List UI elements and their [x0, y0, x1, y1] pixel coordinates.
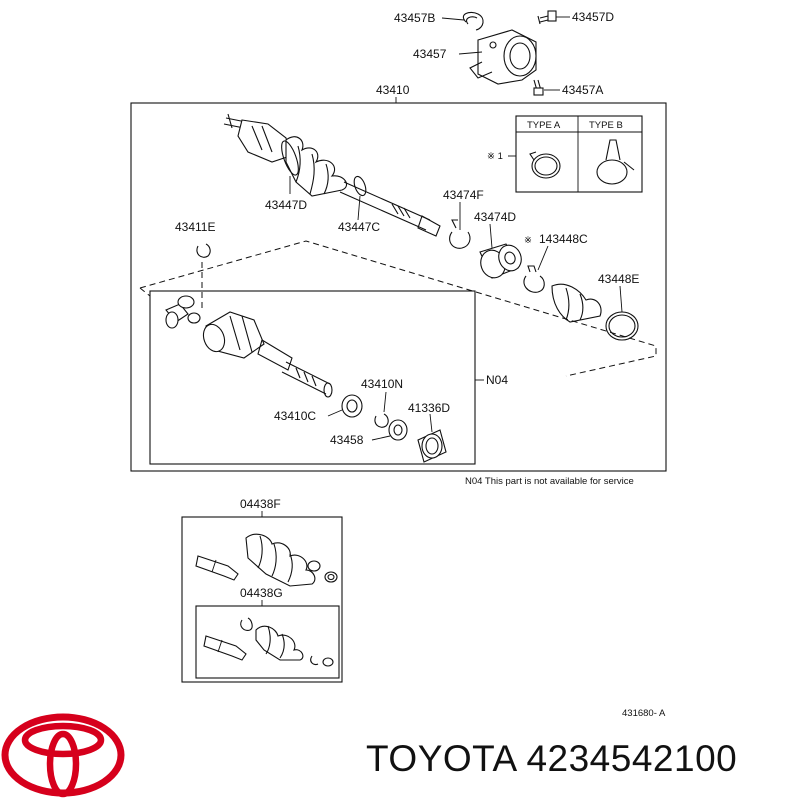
clamp-143448C	[523, 275, 545, 293]
type-a-header: TYPE A	[527, 120, 561, 131]
label-143448C: 143448C	[539, 232, 588, 246]
inner-joint-shaft	[202, 311, 333, 398]
label-43411E: 43411E	[175, 220, 215, 234]
label-43410: 43410	[376, 83, 410, 97]
note-mark-2: ※	[524, 235, 532, 246]
label-n04: N04	[486, 373, 508, 387]
boot-icon	[245, 533, 316, 587]
label-43448E: 43448E	[598, 272, 639, 286]
bearing-43458	[388, 419, 408, 441]
label-43447D: 43447D	[265, 198, 307, 212]
type-b-header: TYPE B	[589, 120, 623, 131]
label-43457B: 43457B	[394, 11, 435, 25]
bearing-bracket-assembly	[441, 10, 570, 96]
label-43474F: 43474F	[443, 188, 484, 202]
boot-kit-04438F-box	[181, 516, 343, 683]
label-04438F: 04438F	[240, 497, 281, 511]
drive-shaft-assembly-box	[130, 102, 667, 472]
seal-43410C	[341, 394, 363, 418]
label-43447C: 43447C	[338, 220, 380, 234]
clamp-43474F	[449, 231, 471, 249]
n04-non-service-box	[149, 290, 476, 465]
inner-boot	[551, 283, 639, 341]
boot-kit-04438G-box	[195, 605, 340, 679]
clamp-type-table: TYPE A TYPE B	[508, 115, 643, 193]
clamp-small-icon	[307, 560, 321, 572]
toyota-logo-icon	[1, 713, 125, 798]
label-43457: 43457	[413, 47, 447, 61]
label-43457A: 43457A	[562, 83, 603, 97]
clamp-type-b-icon	[596, 159, 628, 185]
snap-ring-43410N	[374, 413, 389, 428]
label-43410N: 43410N	[361, 377, 403, 391]
label-43457D: 43457D	[572, 10, 614, 24]
service-note: N04 This part is not available for servi…	[465, 476, 634, 487]
outer-cv-joint-shaft	[223, 113, 441, 237]
clamp-type-a-icon	[531, 153, 561, 179]
label-43474D: 43474D	[474, 210, 516, 224]
snap-ring-43457B	[462, 11, 484, 31]
reference-code: 431680- A	[622, 708, 666, 719]
label-41336D: 41336D	[408, 401, 450, 415]
label-04438G: 04438G	[240, 586, 283, 600]
boot-kit-inner-parts	[203, 617, 334, 667]
boot-kit-outer-parts	[195, 533, 338, 587]
note-mark-1: ※ 1	[487, 151, 503, 162]
label-43458: 43458	[330, 433, 364, 447]
label-43410C: 43410C	[274, 409, 316, 423]
dynamic-damper-43474D	[479, 243, 522, 279]
grease-tube-icon	[195, 555, 239, 581]
brand-part-number: TOYOTA 4234542100	[366, 738, 738, 779]
tripod-joint	[165, 295, 201, 329]
snap-ring-43411E	[196, 243, 211, 258]
clamp-ring-icon	[324, 571, 338, 583]
